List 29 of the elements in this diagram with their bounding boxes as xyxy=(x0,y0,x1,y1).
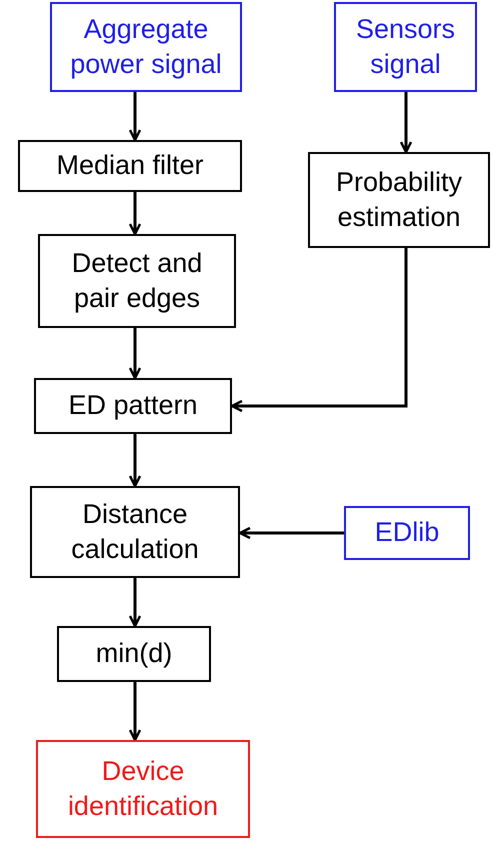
arrow xyxy=(238,526,344,540)
process-box xyxy=(308,152,490,248)
arrow xyxy=(400,92,412,154)
arrow xyxy=(128,578,142,628)
arrow xyxy=(128,328,142,380)
box-label: Median filter xyxy=(56,149,204,182)
input-box xyxy=(344,506,470,560)
box-label: Detect and pair edges xyxy=(70,246,204,315)
process-box xyxy=(30,486,240,578)
process-box xyxy=(57,626,211,682)
process-box xyxy=(18,140,242,192)
box-label: Distance calculation xyxy=(70,498,200,566)
box-label: ED pattern xyxy=(68,389,198,422)
input-box xyxy=(334,2,477,92)
input-box xyxy=(50,2,242,92)
box-label: Sensors signal xyxy=(354,12,456,81)
process-box xyxy=(34,378,232,434)
box-label: Probability estimation xyxy=(334,166,464,234)
arrow xyxy=(128,682,142,742)
arrow xyxy=(128,92,142,142)
arrow xyxy=(128,434,142,488)
box-label: Aggregate power signal xyxy=(69,12,223,81)
output-box xyxy=(36,740,250,838)
process-box xyxy=(38,234,236,328)
box-label: Device identification xyxy=(66,754,220,823)
box-label: min(d) xyxy=(96,637,172,670)
box-label: EDlib xyxy=(374,516,440,550)
arrow xyxy=(128,192,142,236)
arrow xyxy=(230,248,408,412)
